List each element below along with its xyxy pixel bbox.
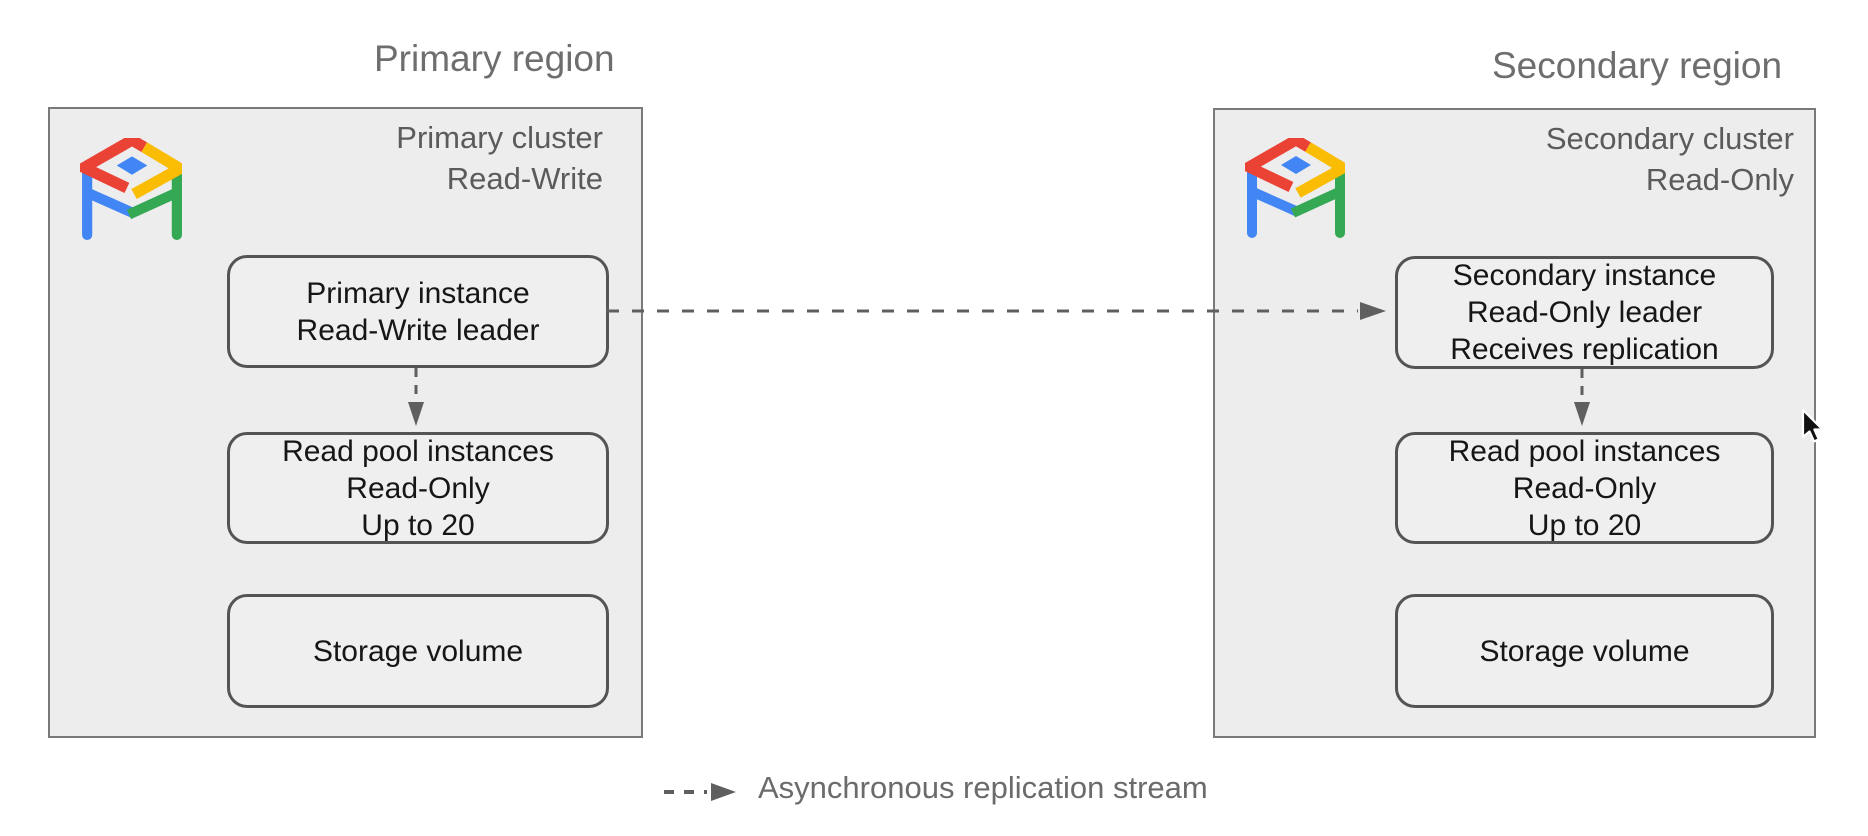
- secondary-read-pool-line1: Read pool instances: [1448, 434, 1721, 468]
- alloydb-icon: [72, 133, 192, 247]
- primary-cluster-box: Primary cluster Read-Write Primary insta…: [48, 107, 643, 738]
- secondary-read-pool-line3: Up to 20: [1527, 508, 1642, 542]
- primary-read-pool-line2: Read-Only: [346, 471, 490, 505]
- primary-cluster-title-line2: Read-Write: [446, 161, 603, 196]
- secondary-cluster-box: Secondary cluster Read-Only Secondary in…: [1213, 108, 1816, 738]
- secondary-instance-node: Secondary instance Read-Only leader Rece…: [1395, 256, 1774, 369]
- primary-read-pool-line1: Read pool instances: [282, 434, 554, 468]
- secondary-instance-line2: Read-Only leader: [1466, 296, 1703, 329]
- secondary-cluster-title: Secondary cluster Read-Only: [1546, 118, 1794, 200]
- alloydb-logo-shapes: [72, 133, 192, 240]
- primary-cluster-title-line1: Primary cluster: [396, 120, 603, 155]
- alloydb-logo-svg: [1237, 133, 1354, 238]
- legend-arrow-sample: [664, 783, 736, 801]
- secondary-storage-node: Storage volume: [1395, 594, 1774, 708]
- mouse-cursor: [1801, 408, 1829, 450]
- primary-instance-node: Primary instance Read-Write leader: [227, 255, 609, 368]
- primary-instance-line1: Primary instance: [306, 276, 530, 310]
- primary-read-pool-node: Read pool instances Read-Only Up to 20: [227, 432, 609, 544]
- primary-storage-node: Storage volume: [227, 594, 609, 708]
- primary-instance-line2: Read-Write leader: [296, 313, 540, 347]
- secondary-storage-label: Storage volume: [1479, 634, 1690, 668]
- secondary-cluster-title-line2: Read-Only: [1645, 162, 1794, 197]
- secondary-instance-line3: Receives replication: [1450, 333, 1719, 366]
- secondary-cluster-title-line1: Secondary cluster: [1545, 121, 1794, 156]
- mouse-cursor-icon: [1801, 408, 1824, 443]
- primary-region-label: Primary region: [374, 38, 615, 79]
- primary-storage-label: Storage volume: [312, 634, 524, 668]
- alloydb-logo-shapes: [1237, 133, 1354, 238]
- secondary-read-pool-line2: Read-Only: [1512, 471, 1657, 505]
- primary-read-pool-line3: Up to 20: [361, 508, 475, 542]
- secondary-instance-line1: Secondary instance: [1452, 259, 1717, 292]
- legend-label: Asynchronous replication stream: [758, 770, 1208, 805]
- alloydb-logo-svg: [72, 133, 192, 240]
- primary-cluster-title: Primary cluster Read-Write: [396, 117, 603, 199]
- alloydb-icon: [1237, 133, 1354, 245]
- secondary-region-label: Secondary region: [1492, 45, 1783, 86]
- secondary-read-pool-node: Read pool instances Read-Only Up to 20: [1395, 432, 1774, 544]
